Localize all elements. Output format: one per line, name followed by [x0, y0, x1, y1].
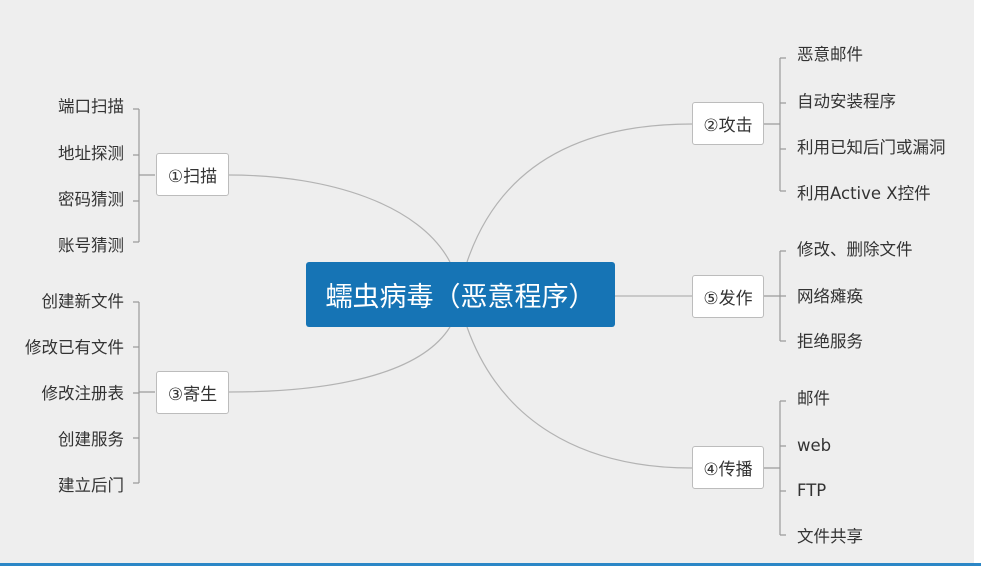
leaf-trigger-3[interactable]: 拒绝服务	[797, 332, 863, 351]
leaf-attack-1[interactable]: 恶意邮件	[797, 45, 863, 64]
branch-node-spread[interactable]: ④传播	[692, 446, 764, 489]
leaf-spread-2[interactable]: web	[797, 436, 832, 455]
edge-root-spread	[466, 326, 693, 469]
bracket-spread	[764, 400, 786, 536]
leaf-attack-2[interactable]: 自动安装程序	[797, 92, 896, 111]
bracket-scan	[133, 108, 155, 243]
edge-root-parasite	[228, 326, 451, 393]
leaf-spread-3[interactable]: FTP	[797, 481, 827, 500]
leaf-spread-4[interactable]: 文件共享	[797, 527, 863, 546]
edge-root-attack	[466, 123, 693, 263]
bracket-parasite	[133, 301, 155, 484]
edge-root-scan	[228, 174, 451, 263]
bracket-attack	[764, 57, 786, 192]
branch-node-trigger[interactable]: ⑤发作	[692, 275, 764, 318]
root-node[interactable]: 蠕虫病毒（恶意程序）	[306, 262, 615, 327]
leaf-trigger-2[interactable]: 网络瘫痪	[797, 287, 863, 306]
leaf-parasite-1[interactable]: 创建新文件	[41, 292, 125, 311]
bracket-trigger	[764, 250, 786, 342]
leaf-attack-4[interactable]: 利用Active X控件	[797, 184, 931, 203]
leaf-scan-1[interactable]: 端口扫描	[58, 97, 124, 116]
leaf-parasite-3[interactable]: 修改注册表	[41, 384, 125, 403]
branch-node-scan[interactable]: ①扫描	[156, 153, 229, 196]
bottom-accent-line	[0, 563, 981, 566]
leaf-scan-4[interactable]: 账号猜测	[58, 236, 124, 255]
leaf-parasite-4[interactable]: 创建服务	[58, 430, 124, 449]
leaf-trigger-1[interactable]: 修改、删除文件	[797, 240, 913, 259]
leaf-attack-3[interactable]: 利用已知后门或漏洞	[797, 138, 946, 157]
branch-node-attack[interactable]: ②攻击	[692, 102, 764, 145]
leaf-scan-3[interactable]: 密码猜测	[58, 190, 124, 209]
leaf-spread-1[interactable]: 邮件	[797, 389, 830, 408]
leaf-scan-2[interactable]: 地址探测	[58, 144, 124, 163]
leaf-parasite-5[interactable]: 建立后门	[58, 476, 124, 495]
leaf-parasite-2[interactable]: 修改已有文件	[25, 338, 124, 357]
branch-node-parasite[interactable]: ③寄生	[156, 371, 229, 414]
